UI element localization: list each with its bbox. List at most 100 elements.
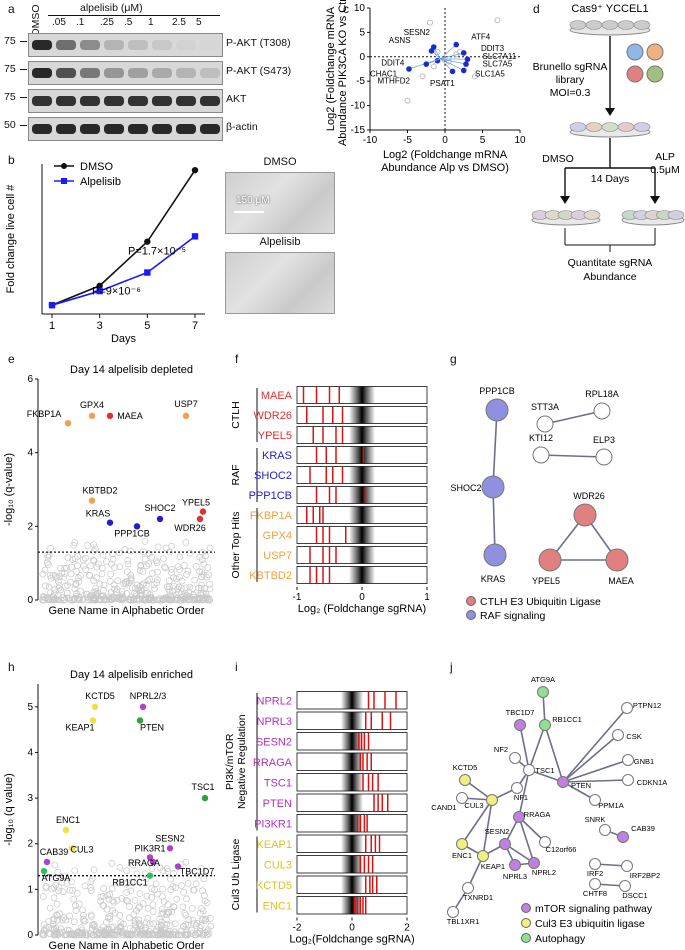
- node-rb1cc1: [539, 719, 551, 731]
- background-gene-point: [188, 904, 196, 912]
- background-gene-point: [39, 931, 47, 939]
- hit-label: FKBP1A: [27, 409, 62, 419]
- panel-label-g: g: [450, 352, 457, 366]
- x-tick-label: 0: [349, 923, 355, 934]
- node-label: TXNRD1: [463, 893, 493, 902]
- background-gene-point: [104, 891, 111, 899]
- background-gene-point: [63, 879, 71, 887]
- background-gene-point: [107, 570, 115, 578]
- network-edge: [562, 781, 596, 801]
- background-gene-point: [114, 926, 121, 934]
- background-gene-point: [127, 594, 135, 601]
- background-gene-point: [114, 879, 122, 887]
- blot-band: [152, 124, 172, 134]
- background-gene-point: [59, 888, 67, 896]
- hit-label: CAB39: [40, 847, 69, 857]
- background-gene-point: [197, 864, 205, 872]
- node-label: PTEN: [571, 781, 591, 790]
- x-axis-title: Log₂ (Foldchange sgRNA): [298, 603, 426, 615]
- x-axis-title: Log₂(Foldchange sgRNA): [289, 934, 414, 946]
- network-edge: [544, 410, 603, 425]
- node-label: C12orf66: [546, 845, 577, 854]
- panel-label-e: e: [8, 352, 15, 366]
- dish-top-cell: [601, 20, 619, 30]
- background-gene-point: [203, 931, 211, 939]
- background-gene-point: [158, 905, 166, 913]
- background-gene-point: [44, 553, 52, 561]
- gene-point: [423, 61, 430, 67]
- gene-label: NPRL2: [257, 695, 292, 707]
- blot-band: [56, 124, 76, 134]
- series-line-dmso: [51, 169, 196, 306]
- background-gene-point: [188, 926, 196, 934]
- background-gene-point: [149, 931, 156, 938]
- background-gene-point: [134, 596, 141, 604]
- gene-label: SESN2: [256, 736, 292, 748]
- data-point: [96, 287, 103, 295]
- background-gene-point: [156, 594, 164, 602]
- blot-band: [104, 96, 124, 106]
- y-axis-title: -log₁₀ (q value): [3, 773, 15, 845]
- background-gene-point: [137, 589, 144, 597]
- background-gene-point: [141, 555, 149, 563]
- background-gene-point: [64, 554, 72, 561]
- series-line-alpelisib: [51, 235, 196, 306]
- node-label: PPP1CB: [479, 386, 515, 396]
- network-edge: [518, 816, 535, 864]
- background-gene-point: [180, 888, 188, 896]
- mw-tick: [20, 41, 27, 42]
- background-gene-point: [154, 923, 162, 931]
- gene-label: KEAP1: [257, 839, 292, 851]
- background-gene-point: [142, 589, 150, 597]
- background-gene-point: [191, 931, 199, 939]
- background-gene-point: [98, 596, 105, 604]
- node-snrk: [599, 824, 611, 836]
- y-tick-label: 4: [27, 448, 33, 459]
- background-gene-point: [205, 571, 213, 579]
- y-tick-label: 0: [359, 52, 365, 63]
- background-gene-point: [162, 564, 169, 572]
- background-gene-point: [54, 916, 61, 924]
- background-gene-point: [40, 921, 48, 929]
- gene-label: GPX4: [263, 530, 292, 542]
- virus-particle: [626, 43, 644, 61]
- background-gene-point: [199, 596, 207, 604]
- leader-line: [440, 44, 457, 60]
- dose-label: 1: [148, 17, 154, 28]
- background-gene-point: [123, 578, 131, 585]
- background-gene-point: [195, 596, 203, 603]
- background-gene-point: [146, 575, 154, 583]
- legend-marker: [61, 163, 67, 169]
- background-gene-point: [185, 916, 193, 923]
- background-gene-point: [167, 592, 174, 600]
- background-gene-point: [99, 901, 107, 909]
- background-gene-point: [75, 900, 83, 908]
- background-gene-point: [93, 931, 101, 939]
- chart-title: Day 14 alpelisib depleted: [70, 364, 193, 376]
- blot-band: [152, 68, 172, 78]
- node-label: ELP3: [593, 435, 615, 445]
- background-gene-point: [46, 930, 54, 938]
- legend-label: mTOR signaling pathway: [535, 903, 653, 915]
- background-gene-point: [181, 909, 188, 917]
- gene-label: PSAT1: [430, 79, 455, 88]
- micro-label-alpelisib: Alpelisib: [259, 236, 301, 248]
- node-kctd5: [459, 774, 471, 786]
- gene-label: ENC1: [263, 900, 292, 912]
- background-gene-point: [154, 576, 161, 583]
- arrow-head: [650, 196, 660, 204]
- hit-label: NPRL2/3: [130, 691, 167, 701]
- background-gene-point: [116, 912, 124, 919]
- hit-point: [88, 412, 96, 420]
- panel-label-c: c: [343, 2, 349, 16]
- background-gene-point: [81, 882, 89, 890]
- gene-label: DDIT4: [381, 59, 405, 68]
- background-gene-point: [190, 886, 197, 894]
- gene-track: [296, 814, 408, 833]
- blot-p-akt-t308: [28, 33, 223, 57]
- background-gene-point: [42, 884, 50, 892]
- background-gene-point: [93, 574, 100, 581]
- hit-point: [149, 858, 157, 866]
